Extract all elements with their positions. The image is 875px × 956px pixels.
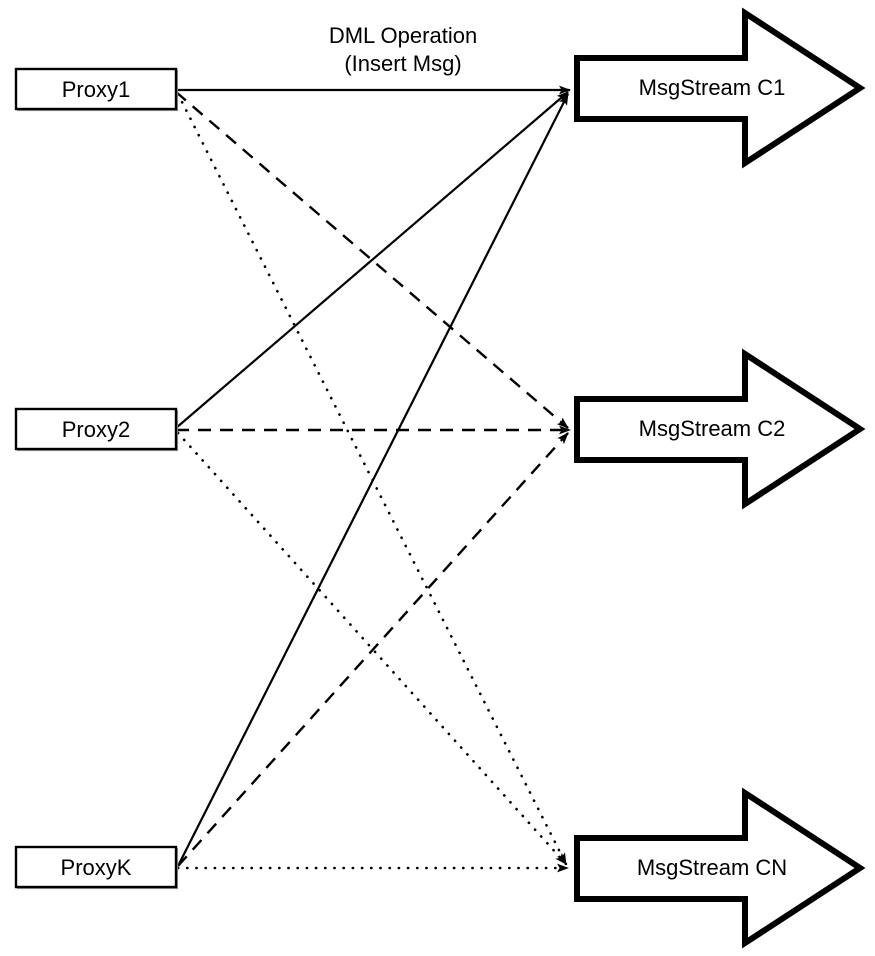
msgstream-label: MsgStream C1 <box>639 75 786 100</box>
proxy-node-proxy2[interactable]: Proxy2 <box>14 407 179 452</box>
block-arrow-shape <box>574 348 866 510</box>
proxy-box-shape <box>14 67 178 111</box>
connection-proxyk-to-c2 <box>177 432 569 867</box>
msgstream-node-stream-c2[interactable]: MsgStream C2 <box>574 348 866 510</box>
edge-label-layer: DML Operation (Insert Msg) <box>329 23 477 76</box>
proxy-label: Proxy1 <box>62 77 130 102</box>
proxy-label: ProxyK <box>61 855 132 880</box>
edge-label-line2: (Insert Msg) <box>344 51 461 76</box>
block-arrow-shape <box>574 787 866 949</box>
msgstream-label: MsgStream CN <box>637 855 787 880</box>
proxy-node-proxy1[interactable]: Proxy1 <box>14 67 179 112</box>
msgstream-nodes-layer: MsgStream C1 MsgStream C2 MsgStream CN <box>574 7 866 949</box>
connection-proxy2-to-c1 <box>175 91 569 429</box>
proxy-node-proxyk[interactable]: ProxyK <box>14 845 179 890</box>
connection-proxy2-to-cn <box>176 431 568 866</box>
msgstream-label: MsgStream C2 <box>639 416 786 441</box>
proxy-box-shape <box>14 845 178 889</box>
msgstream-node-stream-c1[interactable]: MsgStream C1 <box>574 7 866 169</box>
connection-proxy1-to-cn <box>176 92 568 866</box>
proxy-label: Proxy2 <box>62 417 130 442</box>
connections-layer <box>175 85 571 873</box>
block-arrow-shape <box>574 7 866 169</box>
connection-proxyk-to-c1 <box>177 93 569 867</box>
proxy-box-shape <box>14 407 178 451</box>
edge-label-line1: DML Operation <box>329 23 477 48</box>
connection-proxy1-to-c2 <box>175 91 569 429</box>
msgstream-node-stream-cn[interactable]: MsgStream CN <box>574 787 866 949</box>
